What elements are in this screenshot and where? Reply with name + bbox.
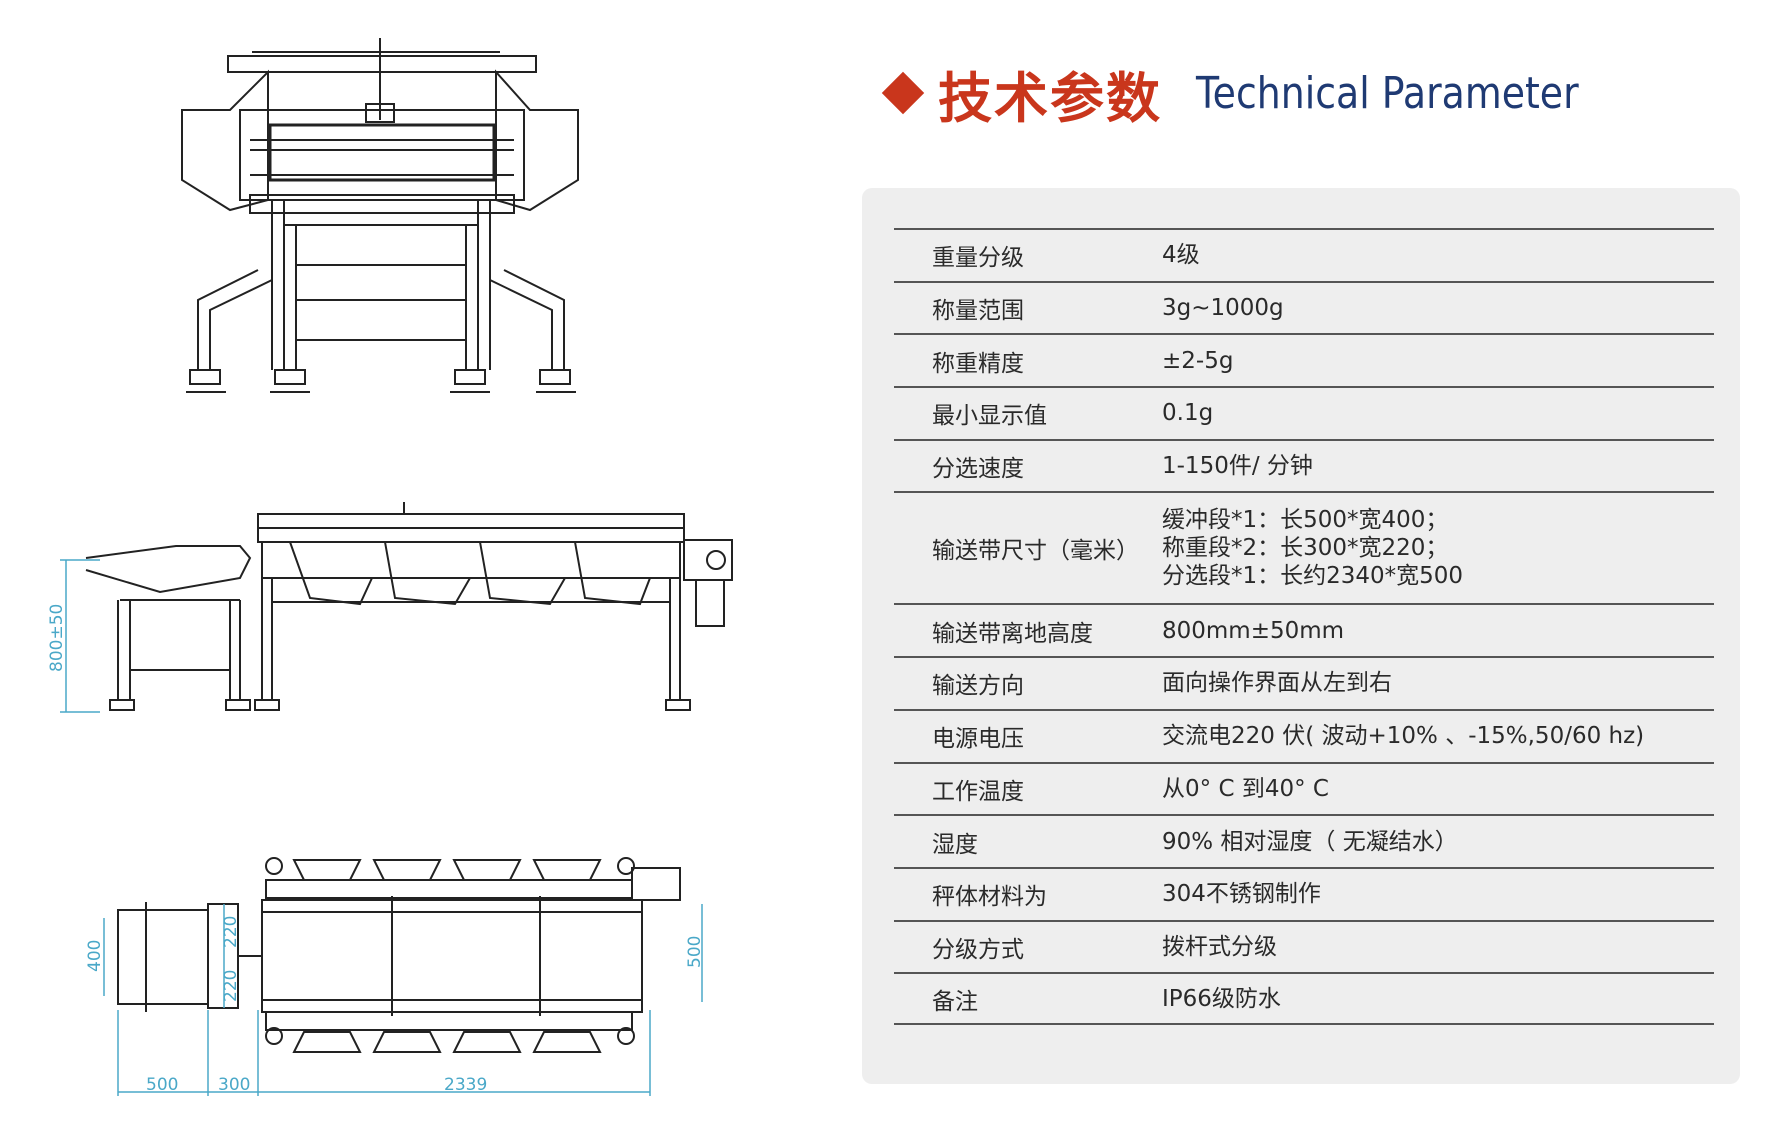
spec-value-line: 交流电220 伏( 波动+10% 、-15%,50/60 hz)	[1162, 723, 1645, 750]
spec-label: 称重精度	[932, 350, 1024, 377]
spec-value: 90% 相对湿度（ 无凝结水）	[1162, 828, 1714, 856]
spec-value-line: ±2-5g	[1162, 347, 1234, 374]
spec-value: IP66级防水	[1162, 985, 1714, 1013]
dim-width-500: 500	[685, 936, 705, 968]
spec-value-line: 拨杆式分级	[1162, 933, 1277, 960]
spec-row: 秤体材料为 304不锈钢制作	[894, 866, 1714, 920]
spec-value: 交流电220 伏( 波动+10% 、-15%,50/60 hz)	[1162, 722, 1714, 750]
spec-row: 工作温度 从0° C 到40° C	[894, 761, 1714, 815]
spec-row: 输送带离地高度 800mm±50mm	[894, 603, 1714, 656]
spec-row: 输送带尺寸（毫米） 缓冲段*1：长500*宽400；称重段*2：长300*宽220…	[894, 491, 1714, 603]
spec-value: 缓冲段*1：长500*宽400；称重段*2：长300*宽220；分选段*1：长约…	[1162, 506, 1714, 590]
spec-value-line: 3g~1000g	[1162, 295, 1284, 322]
spec-value-line: 从0° C 到40° C	[1162, 775, 1329, 802]
spec-panel: 重量分级 4级称量范围 3g~1000g 称重精度 ±2-5g 最小显示值 0.1g 分选速度…	[862, 188, 1740, 1084]
spec-row: 备注 IP66级防水	[894, 972, 1714, 1025]
spec-row: 分级方式 拨杆式分级	[894, 919, 1714, 973]
spec-label: 最小显示值	[932, 403, 1047, 430]
spec-label: 重量分级	[932, 245, 1024, 272]
spec-label: 工作温度	[932, 778, 1024, 805]
dim-width-400: 400	[85, 940, 105, 972]
spec-value-line: 1-150件/ 分钟	[1162, 453, 1313, 480]
top-view-drawing	[103, 857, 703, 1096]
spec-label: 输送带离地高度	[932, 620, 1093, 647]
spec-value-line: 90% 相对湿度（ 无凝结水）	[1162, 828, 1458, 855]
dim-len-2339: 2339	[444, 1075, 487, 1095]
spec-value-line: 称重段*2：长300*宽220；	[1162, 535, 1449, 562]
spec-value: 3g~1000g	[1162, 294, 1714, 322]
diamond-bullet-icon	[881, 71, 925, 115]
section-heading: 技术参数 Technical Parameter	[880, 58, 1641, 130]
spec-value: 4级	[1162, 241, 1714, 269]
technical-drawings: 800±50 400 220 220 500 500 300 2339	[0, 0, 860, 1124]
spec-value: 800mm±50mm	[1162, 617, 1714, 645]
front-view-drawing	[181, 38, 579, 393]
spec-value: 304不锈钢制作	[1162, 880, 1714, 908]
spec-value-line: 4级	[1162, 242, 1200, 269]
spec-label: 分级方式	[932, 936, 1024, 963]
spec-table: 重量分级 4级称量范围 3g~1000g 称重精度 ±2-5g 最小显示值 0.1g 分选速度…	[894, 228, 1714, 1025]
spec-row: 输送方向 面向操作界面从左到右	[894, 656, 1714, 709]
dim-lane-220a: 220	[221, 916, 241, 948]
spec-label: 分选速度	[932, 456, 1024, 483]
dim-len-500: 500	[146, 1075, 178, 1095]
spec-value: 从0° C 到40° C	[1162, 775, 1714, 803]
spec-value: ±2-5g	[1162, 347, 1714, 375]
spec-value-line: 0.1g	[1162, 400, 1214, 427]
spec-row: 电源电压 交流电220 伏( 波动+10% 、-15%,50/60 hz)	[894, 708, 1714, 762]
spec-label: 备注	[932, 988, 978, 1015]
spec-value: 1-150件/ 分钟	[1162, 452, 1714, 480]
spec-row: 称重精度 ±2-5g	[894, 333, 1714, 386]
spec-row: 称量范围 3g~1000g	[894, 280, 1714, 334]
spec-label: 湿度	[932, 831, 978, 858]
heading-title-cn: 技术参数	[938, 66, 1162, 130]
spec-value: 面向操作界面从左到右	[1162, 669, 1714, 697]
spec-row: 最小显示值 0.1g	[894, 386, 1714, 439]
spec-value: 拨杆式分级	[1162, 933, 1714, 961]
spec-value: 0.1g	[1162, 399, 1714, 427]
dim-len-300: 300	[218, 1075, 250, 1095]
spec-label: 电源电压	[932, 726, 1024, 753]
spec-label: 秤体材料为	[932, 884, 1047, 911]
spec-value-line: IP66级防水	[1162, 985, 1281, 1012]
spec-value-line: 800mm±50mm	[1162, 617, 1345, 644]
spec-label: 输送带尺寸（毫米）	[932, 538, 1139, 565]
spec-row: 湿度 90% 相对湿度（ 无凝结水）	[894, 814, 1714, 867]
dim-lane-220b: 220	[221, 970, 241, 1002]
spec-row: 重量分级 4级	[894, 228, 1714, 281]
dim-front-height: 800±50	[47, 604, 67, 672]
spec-value-line: 分选段*1：长约2340*宽500	[1162, 563, 1464, 590]
heading-title-en: Technical Parameter	[1196, 67, 1579, 119]
spec-row: 分选速度 1-150件/ 分钟	[894, 438, 1714, 492]
side-view-drawing	[60, 502, 733, 713]
spec-label: 称量范围	[932, 298, 1024, 325]
spec-label: 输送方向	[932, 673, 1024, 700]
spec-value-line: 缓冲段*1：长500*宽400；	[1162, 507, 1449, 534]
spec-value-line: 面向操作界面从左到右	[1162, 670, 1392, 697]
spec-value-line: 304不锈钢制作	[1162, 881, 1321, 908]
